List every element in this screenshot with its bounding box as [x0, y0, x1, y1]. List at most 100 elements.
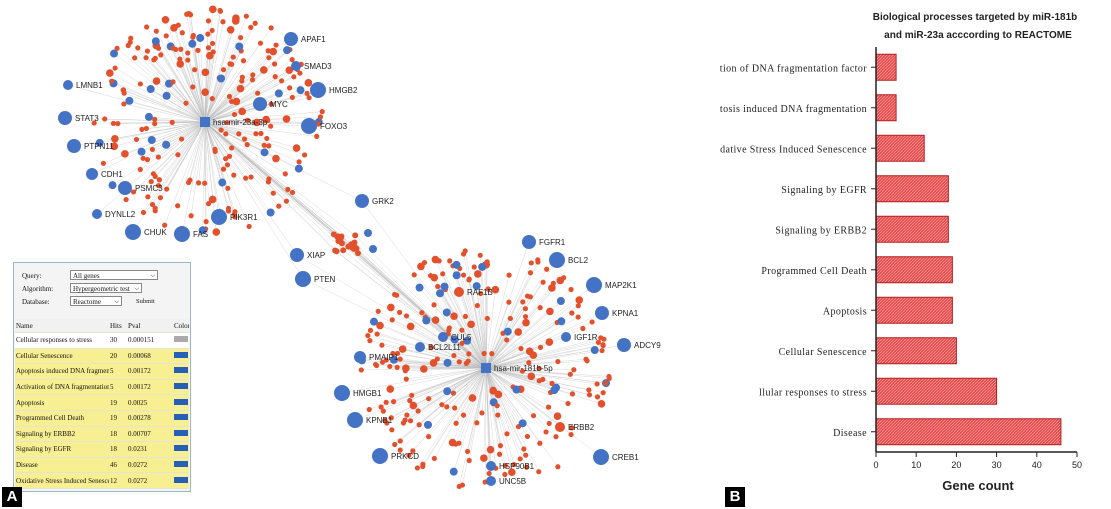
target-node — [374, 331, 380, 337]
gene-node — [291, 61, 301, 71]
target-node — [152, 121, 158, 127]
target-node — [419, 365, 428, 373]
target-node — [289, 94, 295, 101]
target-node — [388, 415, 394, 421]
query-select[interactable]: All genes ⌵ — [70, 270, 158, 280]
color-swatch[interactable] — [174, 336, 188, 343]
row-pval: 0.0231 — [127, 441, 173, 458]
target-node — [205, 31, 211, 37]
mirna-node — [294, 164, 303, 173]
target-node — [481, 350, 487, 357]
category-label: Signaling by EGFR — [781, 185, 867, 196]
target-node — [567, 371, 573, 377]
target-node — [394, 350, 401, 357]
target-node — [540, 279, 546, 285]
target-node — [249, 77, 256, 83]
target-node — [287, 85, 293, 91]
enrichment-panel: Query: All genes ⌵ Algorithm: Hypergeome… — [13, 262, 191, 492]
color-swatch[interactable] — [174, 461, 188, 468]
table-row[interactable]: Oxidative Stress Induced Senescence120.0… — [15, 472, 189, 489]
gene-node — [118, 181, 132, 195]
gene-label: XIAP — [307, 251, 325, 260]
color-swatch[interactable] — [174, 367, 188, 374]
mirna-hub-label: hsa-mir-23a-3p — [213, 118, 268, 127]
target-node — [460, 272, 467, 278]
gene-node — [486, 476, 496, 486]
target-node — [175, 152, 181, 158]
target-node — [580, 325, 586, 332]
target-node — [232, 97, 241, 106]
target-node — [190, 84, 196, 90]
gene-label: PIK3R1 — [230, 213, 258, 222]
target-node — [586, 387, 592, 393]
category-label: Signaling by ERBB2 — [775, 225, 867, 236]
gene-node — [92, 209, 102, 219]
gene-label: MAP2K1 — [605, 281, 637, 290]
row-hits: 18 — [109, 426, 127, 443]
target-node — [153, 28, 159, 34]
submit-button[interactable]: Submit — [136, 298, 155, 305]
row-color — [173, 379, 189, 396]
target-node — [144, 48, 151, 54]
target-node — [603, 380, 609, 386]
target-node — [283, 198, 290, 204]
x-tick-label: 30 — [992, 460, 1002, 470]
target-node — [210, 49, 216, 55]
target-node — [112, 65, 118, 71]
target-node — [496, 451, 503, 457]
target-node — [491, 285, 500, 294]
target-node — [474, 420, 480, 426]
gene-node — [595, 306, 609, 320]
target-node — [149, 201, 156, 208]
gene-label: PRKCD — [391, 452, 419, 461]
target-node — [177, 56, 183, 62]
target-node — [494, 403, 500, 409]
target-node — [575, 296, 584, 304]
table-row[interactable]: Activation of DNA fragmentation factor50… — [15, 379, 189, 396]
target-node — [502, 462, 508, 469]
target-node — [524, 433, 531, 440]
mirna-node — [443, 387, 452, 396]
target-node — [266, 176, 272, 182]
target-node — [404, 412, 410, 418]
x-tick-label: 0 — [873, 460, 878, 470]
target-node — [390, 399, 397, 405]
database-select[interactable]: Reactome ⌵ — [70, 296, 122, 306]
target-node — [244, 117, 251, 123]
color-swatch[interactable] — [174, 445, 188, 452]
target-node — [266, 143, 272, 149]
target-node — [594, 394, 601, 400]
category-label: Oxidative Stress Induced Senescence — [720, 144, 867, 155]
color-swatch[interactable] — [174, 476, 188, 483]
color-swatch[interactable] — [174, 414, 188, 421]
mirna-node — [144, 112, 153, 121]
category-label: Activation of DNA fragmentation factor — [720, 63, 867, 74]
target-node — [128, 35, 134, 41]
color-swatch[interactable] — [174, 351, 188, 358]
color-swatch[interactable] — [174, 383, 188, 390]
color-swatch[interactable] — [174, 398, 188, 405]
target-node — [231, 172, 237, 178]
target-node — [243, 175, 249, 181]
target-node — [426, 434, 432, 440]
target-node — [517, 456, 523, 462]
gene-node — [67, 139, 81, 153]
gene-label: KPNB1 — [366, 416, 393, 425]
target-node — [375, 308, 381, 314]
algorithm-select[interactable]: Hypergeometric test ⌵ — [70, 283, 142, 293]
target-node — [227, 61, 233, 67]
color-swatch[interactable] — [174, 429, 188, 436]
table-row[interactable]: Apoptosis induced DNA fragmentation50.00… — [15, 363, 189, 380]
mirna-node — [472, 282, 481, 291]
target-node — [148, 179, 154, 185]
category-label: Cellular Senescence — [779, 347, 868, 358]
target-node — [205, 201, 212, 207]
